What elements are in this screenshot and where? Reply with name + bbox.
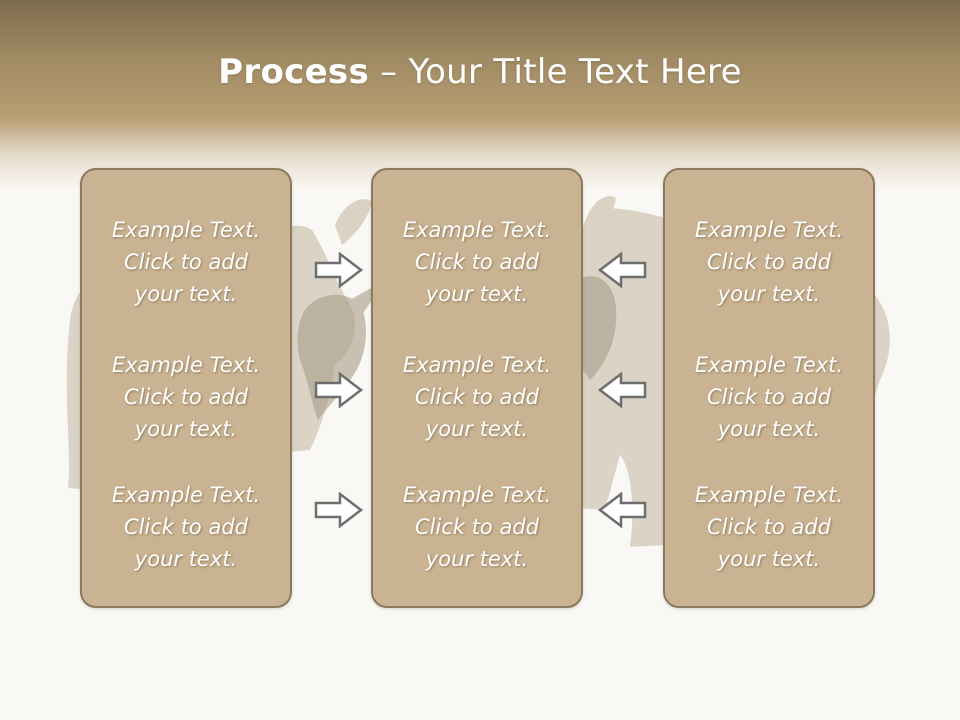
placeholder-text[interactable]: Example Text. Click to add your text. [373, 479, 581, 575]
arrow-left-icon [597, 492, 647, 528]
placeholder-text[interactable]: Example Text. Click to add your text. [82, 349, 290, 445]
text-panel-right: Example Text. Click to add your text. Ex… [663, 168, 875, 608]
placeholder-text[interactable]: Example Text. Click to add your text. [665, 479, 873, 575]
text-line: Example Text. [694, 353, 844, 377]
text-line: Click to add [123, 250, 248, 274]
text-line: your text. [717, 282, 821, 306]
text-line: your text. [425, 547, 529, 571]
text-line: your text. [134, 282, 238, 306]
text-line: Example Text. [402, 353, 552, 377]
text-line: Click to add [706, 250, 831, 274]
text-line: Click to add [706, 515, 831, 539]
arrow-right-icon [314, 492, 364, 528]
text-line: Example Text. [694, 483, 844, 507]
placeholder-text[interactable]: Example Text. Click to add your text. [82, 479, 290, 575]
text-panel-left: Example Text. Click to add your text. Ex… [80, 168, 292, 608]
title-bold: Process [218, 52, 370, 92]
placeholder-text[interactable]: Example Text. Click to add your text. [373, 349, 581, 445]
header-band [0, 0, 960, 190]
slide-title[interactable]: Process – Your Title Text Here [0, 52, 960, 92]
arrow-right-icon [314, 252, 364, 288]
text-line: Example Text. [111, 353, 261, 377]
placeholder-text[interactable]: Example Text. Click to add your text. [665, 214, 873, 310]
arrow-right-icon [314, 372, 364, 408]
text-line: Example Text. [402, 218, 552, 242]
text-line: your text. [717, 547, 821, 571]
text-line: Example Text. [111, 483, 261, 507]
text-line: Click to add [706, 385, 831, 409]
placeholder-text[interactable]: Example Text. Click to add your text. [373, 214, 581, 310]
text-line: Click to add [123, 515, 248, 539]
text-line: Click to add [414, 250, 539, 274]
text-line: Example Text. [694, 218, 844, 242]
text-line: your text. [134, 417, 238, 441]
text-line: Click to add [123, 385, 248, 409]
text-panel-middle: Example Text. Click to add your text. Ex… [371, 168, 583, 608]
title-rest: – Your Title Text Here [369, 52, 742, 92]
arrow-left-icon [597, 372, 647, 408]
text-line: Click to add [414, 515, 539, 539]
arrow-left-icon [597, 252, 647, 288]
text-line: your text. [717, 417, 821, 441]
text-line: your text. [425, 282, 529, 306]
placeholder-text[interactable]: Example Text. Click to add your text. [665, 349, 873, 445]
placeholder-text[interactable]: Example Text. Click to add your text. [82, 214, 290, 310]
text-line: Example Text. [402, 483, 552, 507]
text-line: Example Text. [111, 218, 261, 242]
text-line: Click to add [414, 385, 539, 409]
text-line: your text. [425, 417, 529, 441]
text-line: your text. [134, 547, 238, 571]
